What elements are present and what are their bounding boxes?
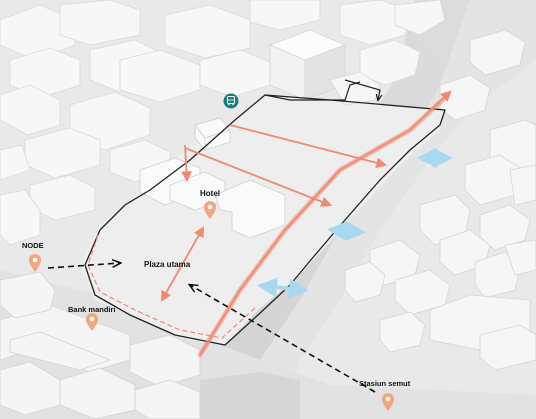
river-link-arrow-middle bbox=[327, 220, 366, 242]
pedestrian-path-node bbox=[47, 263, 120, 269]
site-boundary-inner bbox=[87, 234, 256, 339]
circulation-arrow-short bbox=[181, 144, 192, 183]
location-pin-dot bbox=[89, 316, 95, 322]
river-link-arrow-south bbox=[257, 277, 309, 299]
label-hotel: Hotel bbox=[200, 189, 220, 198]
label-plaza: Plaza utama bbox=[144, 260, 191, 269]
buildings-northeast bbox=[329, 0, 446, 106]
location-pin-icon bbox=[382, 393, 394, 411]
buildings-southwest bbox=[0, 271, 201, 419]
pedestrian-paths bbox=[47, 263, 376, 393]
buildings-east bbox=[344, 29, 536, 371]
entry-arrow bbox=[344, 79, 380, 100]
riverside-promenade-arrow bbox=[199, 90, 452, 356]
location-pin-icon bbox=[204, 201, 216, 219]
location-pin-icon bbox=[86, 313, 98, 331]
location-pin-dot bbox=[32, 257, 38, 263]
pin-stasiun[interactable] bbox=[382, 393, 394, 411]
central-tower bbox=[268, 29, 347, 101]
location-pin-dot bbox=[385, 396, 391, 402]
label-stasiun: Stasiun semut bbox=[359, 379, 411, 388]
river-link-arrows bbox=[257, 148, 453, 299]
access-line bbox=[264, 81, 361, 101]
location-pin-dot bbox=[207, 204, 213, 210]
label-node: NODE bbox=[22, 241, 44, 250]
pin-node[interactable] bbox=[29, 254, 41, 272]
bridge bbox=[200, 372, 300, 419]
pin-bank[interactable] bbox=[86, 313, 98, 331]
label-bank: Bank mandiri bbox=[68, 305, 116, 314]
circulation-arrow-plaza bbox=[160, 226, 205, 302]
bus-stop-icon bbox=[223, 93, 239, 109]
site-boundary bbox=[84, 94, 446, 346]
circulation-arrow-middle bbox=[184, 147, 333, 207]
buildings-northwest bbox=[0, 0, 321, 246]
pedestrian-path-station bbox=[190, 285, 376, 393]
location-pin-icon bbox=[29, 254, 41, 272]
pin-hotel[interactable] bbox=[204, 201, 216, 219]
